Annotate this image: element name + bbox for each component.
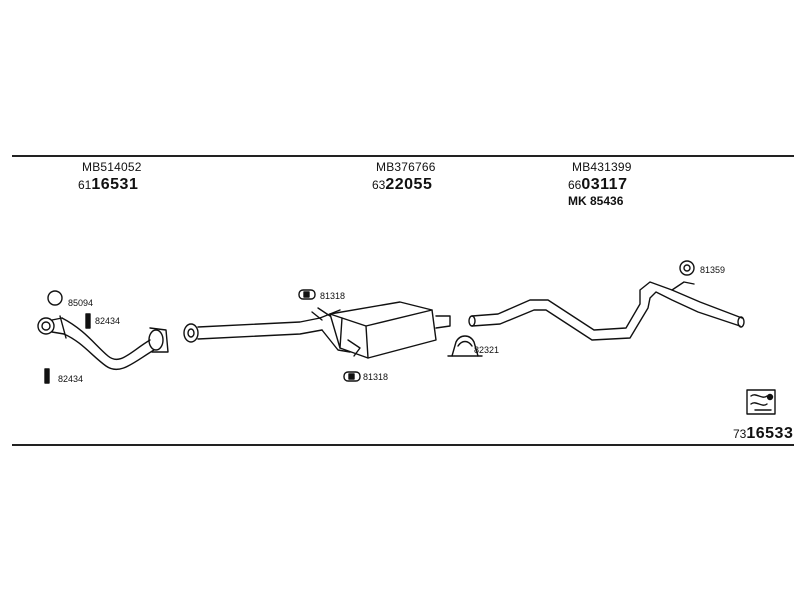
bottom-divider-line [12, 444, 794, 446]
part-code-tail-pipe: 6603117 [568, 176, 627, 194]
clamp-bottom-left [44, 368, 50, 384]
middle-silencer [183, 301, 451, 359]
mk-number-tail-pipe: MK 85436 [568, 194, 624, 208]
rubber-hanger-top [298, 289, 316, 300]
label-ring-rear: 81359 [700, 265, 726, 275]
label-clamp-bottom-left: 82434 [58, 374, 84, 384]
part-code-prefix: 61 [78, 178, 92, 192]
clamp-top-left [85, 313, 91, 329]
top-divider-line [12, 155, 794, 157]
part-code-prefix: 66 [568, 178, 582, 192]
front-pipe [37, 315, 169, 371]
label-hanger-bottom: 81318 [363, 372, 389, 382]
label-mount-mid: 82321 [474, 345, 500, 355]
mounting-kit-icon [746, 389, 776, 415]
tail-pipe [468, 281, 745, 341]
gasket-ring-front [47, 290, 63, 306]
part-code-main: 22055 [385, 176, 433, 193]
kit-code: 7316533 [733, 425, 793, 443]
kit-code-main: 16533 [746, 425, 794, 442]
label-ring-front: 85094 [68, 298, 94, 308]
rubber-hanger-bottom [343, 371, 361, 382]
oem-number-middle-silencer: MB376766 [376, 160, 436, 174]
gasket-ring-rear [679, 260, 695, 276]
kit-code-prefix: 73 [733, 427, 747, 441]
oem-number-tail-pipe: MB431399 [572, 160, 632, 174]
part-code-prefix: 63 [372, 178, 386, 192]
part-code-main: 16531 [91, 176, 139, 193]
label-hanger-top: 81318 [320, 291, 346, 301]
oem-number-front-pipe: MB514052 [82, 160, 142, 174]
part-code-middle-silencer: 6322055 [372, 176, 432, 194]
part-code-main: 03117 [581, 176, 628, 193]
pipe-mount-bracket [447, 335, 483, 357]
part-code-front-pipe: 6116531 [78, 176, 138, 194]
label-clamp-top-left: 82434 [95, 316, 121, 326]
